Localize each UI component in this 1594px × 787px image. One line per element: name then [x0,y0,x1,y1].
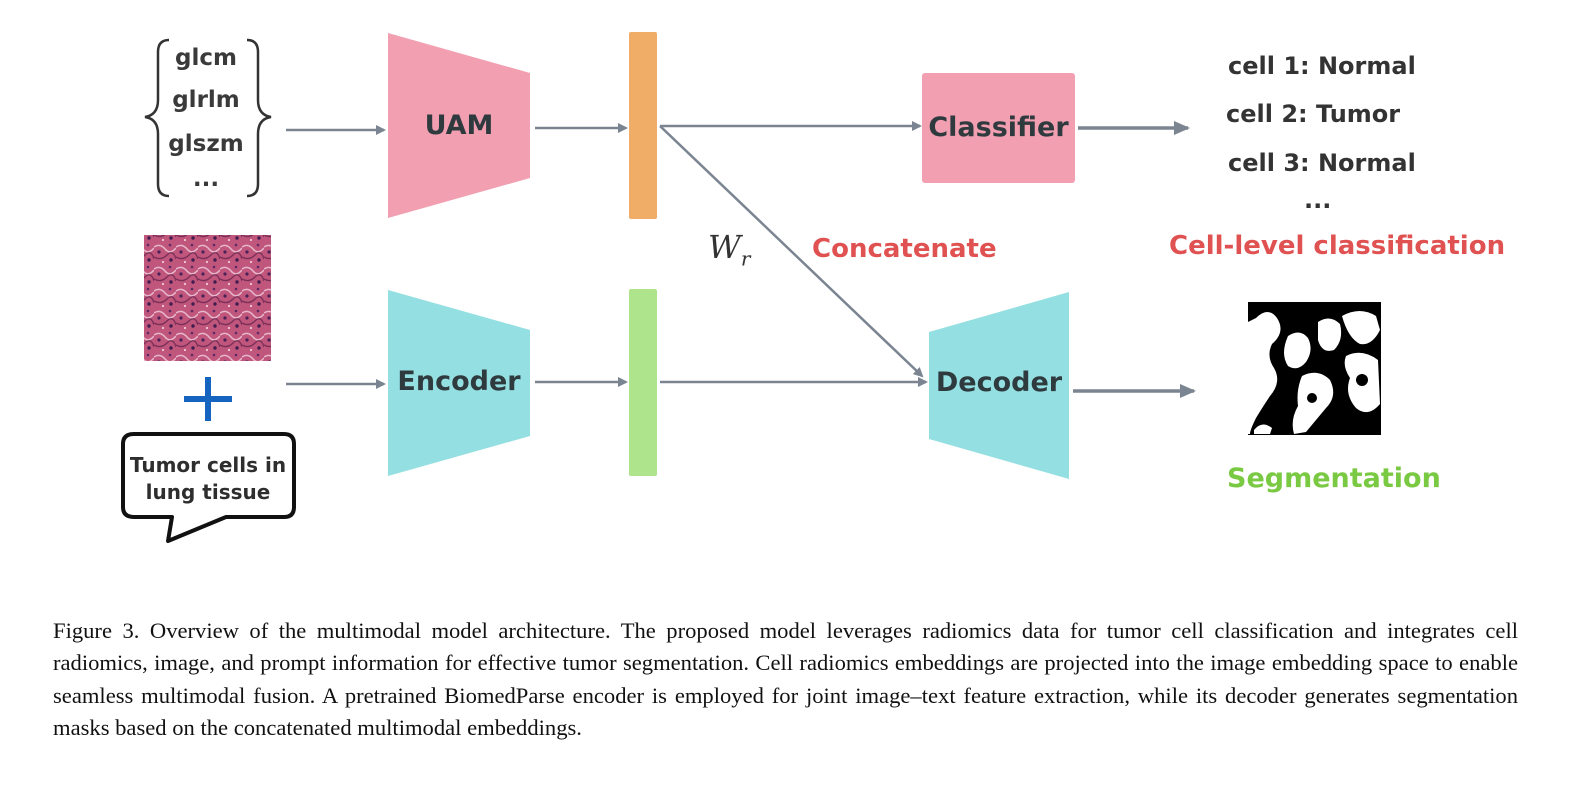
encoder-block [388,290,530,476]
prompt-line-2: lung tissue [145,480,271,504]
prompt-line-1: Tumor cells in [129,453,287,477]
left-brace [144,38,170,198]
uam-label: UAM [424,110,494,141]
cell-output-ellipsis: ... [1304,186,1332,214]
architecture-diagram: glcm glrlm glszm ... UAM Encoder Classif… [121,32,1506,543]
diagram-canvas [121,32,1381,543]
concatenate-label: Concatenate [812,234,997,264]
classification-label: Cell-level classification [1169,231,1506,261]
image-embedding-bar [629,289,657,476]
tissue-image [144,235,271,361]
prompt-text: Tumor cells in lung tissue [126,452,290,506]
uam-block [388,33,530,218]
cell-output-2: cell 2: Tumor [1226,100,1401,128]
plus-icon [184,377,232,421]
feature-glcm: glcm [175,45,237,71]
speech-bubble [121,432,296,543]
feature-glrlm: glrlm [172,87,240,113]
decoder-label: Decoder [935,367,1063,398]
classifier-block [922,73,1075,183]
decoder-block [929,292,1069,479]
radiomics-embedding-bar [629,32,657,219]
figure-caption: Figure 3. Overview of the multimodal mod… [53,618,1518,740]
arrows [286,121,1196,398]
cell-output-3: cell 3: Normal [1228,149,1416,177]
classifier-label: Classifier [928,112,1069,143]
segmentation-label: Segmentation [1227,463,1441,494]
feature-glszm: glszm [168,131,244,157]
right-brace [246,38,272,198]
cell-output-1: cell 1: Normal [1228,52,1416,80]
feature-ellipsis: ... [192,166,220,192]
segmentation-mask [1248,302,1381,435]
weight-label: Wr [708,228,751,271]
encoder-label: Encoder [397,366,521,397]
